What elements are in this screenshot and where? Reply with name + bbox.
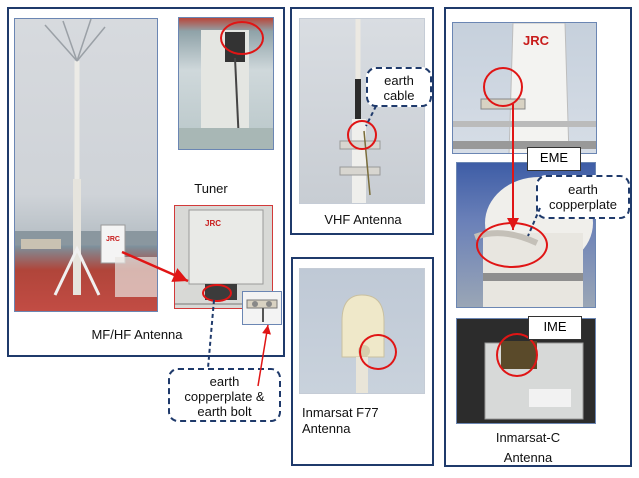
inmarsat-c-top-highlight <box>483 67 523 107</box>
vhf-label: VHF Antenna <box>324 212 402 227</box>
inmc-callout-line1: earth <box>568 182 598 197</box>
eme-tag: EME <box>527 147 581 171</box>
earth-bolt-detail-photo <box>242 291 282 325</box>
mfhf-callout-line3: earth bolt <box>197 404 252 419</box>
vhf-earth-cable-callout: earth cable <box>366 67 432 107</box>
tuner-earth-highlight <box>202 284 232 302</box>
inmarsat-f77-label-line1: Inmarsat F77 <box>302 405 379 420</box>
inmc-callout-line2: copperplate <box>549 197 617 212</box>
inmarsat-f77-drawing <box>341 294 385 393</box>
ime-tag: IME <box>528 316 582 340</box>
vhf-earth-highlight <box>347 120 377 150</box>
vhf-antenna-photo <box>299 18 425 204</box>
mfhf-jrc-logo: JRC <box>106 236 120 243</box>
vhf-antenna-drawing <box>339 19 381 203</box>
inmarsat-f77-photo <box>299 268 425 394</box>
inmarsat-c-label-line2: Antenna <box>503 450 553 465</box>
mfhf-antenna-drawing: JRC <box>15 19 157 297</box>
inmarsat-c-jrc-logo: JRC <box>523 33 550 48</box>
inmarsat-c-antenna-drawing: JRC <box>453 23 596 153</box>
inmarsat-c-antenna-photo: JRC <box>452 22 597 154</box>
eme-highlight <box>476 222 548 268</box>
vhf-callout-line1: earth <box>384 73 414 88</box>
inmarsat-f77-highlight <box>359 334 397 370</box>
tuner-label: Tuner <box>194 181 228 196</box>
inmarsat-c-earth-callout: earth copperplate <box>536 175 630 219</box>
inmarsat-c-label-line1: Inmarsat-C <box>495 430 561 445</box>
tuner-jrc-logo: JRC <box>205 219 221 228</box>
earth-bolt-drawing <box>246 299 278 322</box>
inmarsat-c-label: Inmarsat-C Antenna <box>478 430 578 466</box>
mfhf-earth-callout: earth copperplate & earth bolt <box>168 368 281 422</box>
mfhf-antenna-photo: JRC <box>14 18 158 312</box>
tuner-top-highlight <box>220 21 264 55</box>
inmarsat-f77-label: Inmarsat F77 Antenna <box>302 405 412 437</box>
mfhf-label: MF/HF Antenna <box>91 327 183 342</box>
inmarsat-f77-label-line2: Antenna <box>302 421 351 436</box>
ime-highlight <box>496 333 538 377</box>
vhf-callout-line2: cable <box>383 88 415 103</box>
mfhf-callout-line1: earth <box>209 374 240 389</box>
mfhf-callout-line2: copperplate & <box>184 389 265 404</box>
